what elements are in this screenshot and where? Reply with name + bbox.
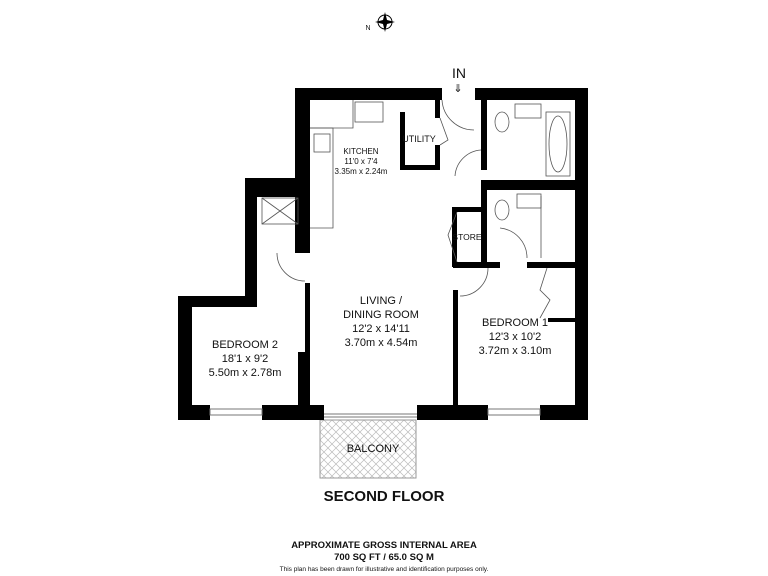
gross-area: APPROXIMATE GROSS INTERNAL AREA 700 SQ F… [291,540,477,564]
balcony-label: BALCONY [346,443,400,455]
area-heading: APPROXIMATE GROSS INTERNAL AREA [291,540,477,551]
kitchen-imperial: 11'0 x 7'4 [344,157,378,166]
compass-rose-icon [375,12,395,32]
windows [209,408,541,418]
living-name-2: DINING ROOM [343,309,419,321]
utility-label: UTILITY [402,134,436,144]
kitchen-label: KITCHEN 11'0 x 7'4 3.35m x 2.24m [335,147,388,177]
living-label: LIVING / DINING ROOM 12'2 x 14'11 3.70m … [343,294,419,350]
bedroom1-label: BEDROOM 1 12'3 x 10'2 3.72m x 3.10m [479,316,552,358]
floor-title: SECOND FLOOR [323,488,445,505]
living-name-1: LIVING / [359,295,403,307]
area-value: 700 SQ FT / 65.0 SQ M [334,552,434,563]
store-label: STORE [452,232,482,242]
bedroom2-name: BEDROOM 2 [211,339,279,351]
walls [178,88,588,420]
living-imperial: 12'2 x 14'11 [352,323,410,335]
bedroom1-metric: 3.72m x 3.10m [478,345,552,357]
kitchen-name: KITCHEN [343,147,379,156]
fixtures [261,99,571,319]
compass-north-label: N [365,25,371,32]
kitchen-metric: 3.35m x 2.24m [334,167,388,176]
bedroom2-metric: 5.50m x 2.78m [208,367,282,379]
entrance-arrow-icon: ⇓ [453,83,463,95]
bedroom2-imperial: 18'1 x 9'2 [221,353,269,365]
disclaimer: This plan has been drawn for illustrativ… [279,566,489,573]
bedroom1-name: BEDROOM 1 [481,317,549,329]
balcony-area [319,419,417,479]
bedroom2-label: BEDROOM 2 18'1 x 9'2 5.50m x 2.78m [209,338,282,380]
entrance-label: IN [452,65,466,81]
bedroom1-imperial: 12'3 x 10'2 [488,331,542,343]
living-metric: 3.70m x 4.54m [344,337,418,349]
